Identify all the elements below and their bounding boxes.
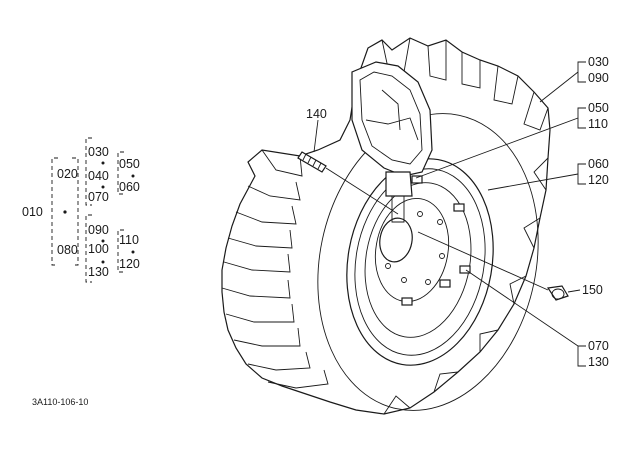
tree-bracket-b <box>85 214 92 283</box>
tree-dot <box>101 260 105 264</box>
leader-150 <box>567 289 581 293</box>
tread-lug <box>479 329 499 352</box>
tread-lug <box>427 40 447 81</box>
callout-030: 030 <box>588 55 609 69</box>
tree-node-050: 050 <box>119 157 140 171</box>
tree-bracket-a <box>85 137 92 206</box>
callout-070: 070 <box>588 339 609 353</box>
tree-dot <box>101 161 105 165</box>
callout-150: 150 <box>582 283 603 297</box>
tree-node-120: 120 <box>119 257 140 271</box>
wheel-nut <box>417 231 581 301</box>
tread-lug <box>533 157 549 191</box>
callout-140: 140 <box>306 107 327 121</box>
callout-bracket <box>577 107 586 129</box>
tire-sidewall <box>317 113 539 411</box>
tree-bracket-a2 <box>117 151 124 195</box>
bolt-hole <box>401 277 407 283</box>
tree-dot <box>63 210 67 214</box>
tree-node-130: 130 <box>88 265 109 279</box>
rim-bolt <box>453 203 465 212</box>
tread-lug <box>221 279 291 299</box>
tube-inner <box>359 71 423 165</box>
rim-bolt <box>459 265 471 274</box>
tube-fold <box>381 89 401 131</box>
tread-lug <box>261 149 303 177</box>
tree-node-080: 080 <box>57 243 78 257</box>
tree-node-020: 020 <box>57 167 78 181</box>
tree-node-070: 070 <box>88 190 109 204</box>
bolt-hole <box>439 253 445 259</box>
tread-lug <box>461 52 481 89</box>
tube-valve-neck <box>391 196 405 223</box>
callout-110: 110 <box>588 117 608 131</box>
tree-dot <box>101 239 105 243</box>
tread-lug <box>225 303 295 323</box>
tread-lug <box>433 371 459 393</box>
leader-070 <box>465 269 579 347</box>
wheel-stud <box>297 119 399 215</box>
tread-lug <box>523 91 549 131</box>
tree-bracket-root-right <box>72 157 79 266</box>
rim-bolt <box>439 279 451 288</box>
callout-130: 130 <box>588 355 609 369</box>
tree-node-090: 090 <box>88 223 109 237</box>
tread-lug <box>509 275 527 305</box>
leader-030 <box>539 71 579 103</box>
leader-050 <box>415 117 579 179</box>
tube-outer <box>351 61 433 177</box>
parts-tree: 010 020 080 030 040 070 050 060 090 100 … <box>22 137 140 283</box>
tree-bracket-root <box>51 157 58 266</box>
tree-node-010: 010 <box>22 205 43 219</box>
bolt-hole <box>425 279 431 285</box>
tread-lug <box>235 205 297 225</box>
tree-node-060: 060 <box>119 180 140 194</box>
callout-bracket <box>577 61 586 83</box>
drawing-code: 3A110-106-10 <box>32 397 88 407</box>
nut-body <box>546 285 569 301</box>
callouts: 030 090 050 110 060 120 150 070 130 140 <box>306 55 609 369</box>
tread-lug <box>247 351 311 371</box>
tread-lug <box>223 253 291 273</box>
tree-bracket-b2 <box>117 229 124 273</box>
leader-nut-axis <box>417 231 549 291</box>
bolt-hole <box>417 211 423 217</box>
callout-050: 050 <box>588 101 609 115</box>
leader-stud-axis <box>325 167 399 215</box>
callout-090: 090 <box>588 71 609 85</box>
tree-dot <box>131 174 135 178</box>
rim-center-hole <box>379 217 413 263</box>
inner-tube <box>351 61 433 223</box>
tree-node-030: 030 <box>88 145 109 159</box>
tree-dot <box>131 250 135 254</box>
callout-060: 060 <box>588 157 609 171</box>
tread-lug <box>383 395 411 415</box>
tread-lug <box>523 217 541 249</box>
bolt-hole <box>437 219 443 225</box>
leader-140 <box>313 119 319 153</box>
tree-dot <box>101 185 105 189</box>
rim-ring <box>354 168 486 356</box>
tread-lug <box>233 327 301 347</box>
nut-face <box>551 288 565 300</box>
tread-lug <box>227 229 293 249</box>
tread-lug <box>267 369 329 389</box>
leader-060 <box>487 173 579 191</box>
rim-bolt <box>401 297 413 306</box>
tread-lug <box>247 181 301 201</box>
stud-thread <box>302 153 322 170</box>
tree-node-110: 110 <box>119 233 139 247</box>
tube-valve-stem <box>385 171 413 197</box>
tree-node-100: 100 <box>88 242 109 256</box>
tread-lug <box>493 65 519 105</box>
rim-bolt <box>411 175 423 184</box>
callout-bracket <box>577 345 586 367</box>
callout-120: 120 <box>588 173 609 187</box>
callout-bracket <box>577 163 586 185</box>
bolt-hole <box>385 263 391 269</box>
wheel-rim <box>346 158 494 366</box>
tree-node-040: 040 <box>88 169 109 183</box>
